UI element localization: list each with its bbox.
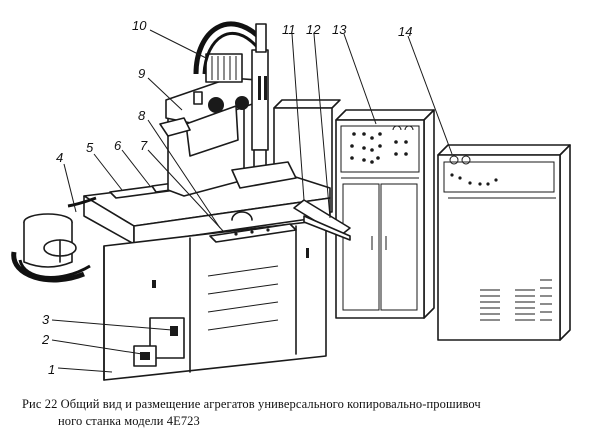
callout-7: 7 — [140, 138, 148, 153]
callout-1: 1 — [48, 362, 55, 377]
callout-10: 10 — [132, 18, 147, 33]
callout-11: 11 — [282, 22, 296, 37]
callout-3: 3 — [42, 312, 50, 327]
figure-caption: Рис 22 Общий вид и размещение агрегатов … — [22, 396, 592, 430]
machine-diagram: 1 2 3 4 5 6 7 8 9 10 11 12 13 14 — [11, 18, 571, 381]
callout-9: 9 — [138, 66, 145, 81]
caption-line-2: ного станка модели 4Е723 — [58, 414, 200, 428]
coolant-pump — [11, 196, 97, 283]
callout-12: 12 — [306, 22, 321, 37]
side-tray — [293, 199, 351, 241]
callout-5: 5 — [86, 140, 94, 155]
power-cabinet — [437, 144, 571, 341]
callout-2: 2 — [41, 332, 50, 347]
callout-14: 14 — [398, 24, 412, 39]
caption-line-1: Рис 22 Общий вид и размещение агрегатов … — [22, 397, 481, 411]
control-cabinet — [335, 109, 435, 319]
spindle-head — [159, 21, 297, 197]
callout-6: 6 — [114, 138, 122, 153]
leader-lines — [51, 29, 453, 373]
callout-8: 8 — [138, 108, 146, 123]
callout-labels: 1 2 3 4 5 6 7 8 9 10 11 12 13 14 — [41, 18, 412, 377]
machine-base — [83, 171, 331, 381]
callout-4: 4 — [56, 150, 63, 165]
callout-13: 13 — [332, 22, 347, 37]
